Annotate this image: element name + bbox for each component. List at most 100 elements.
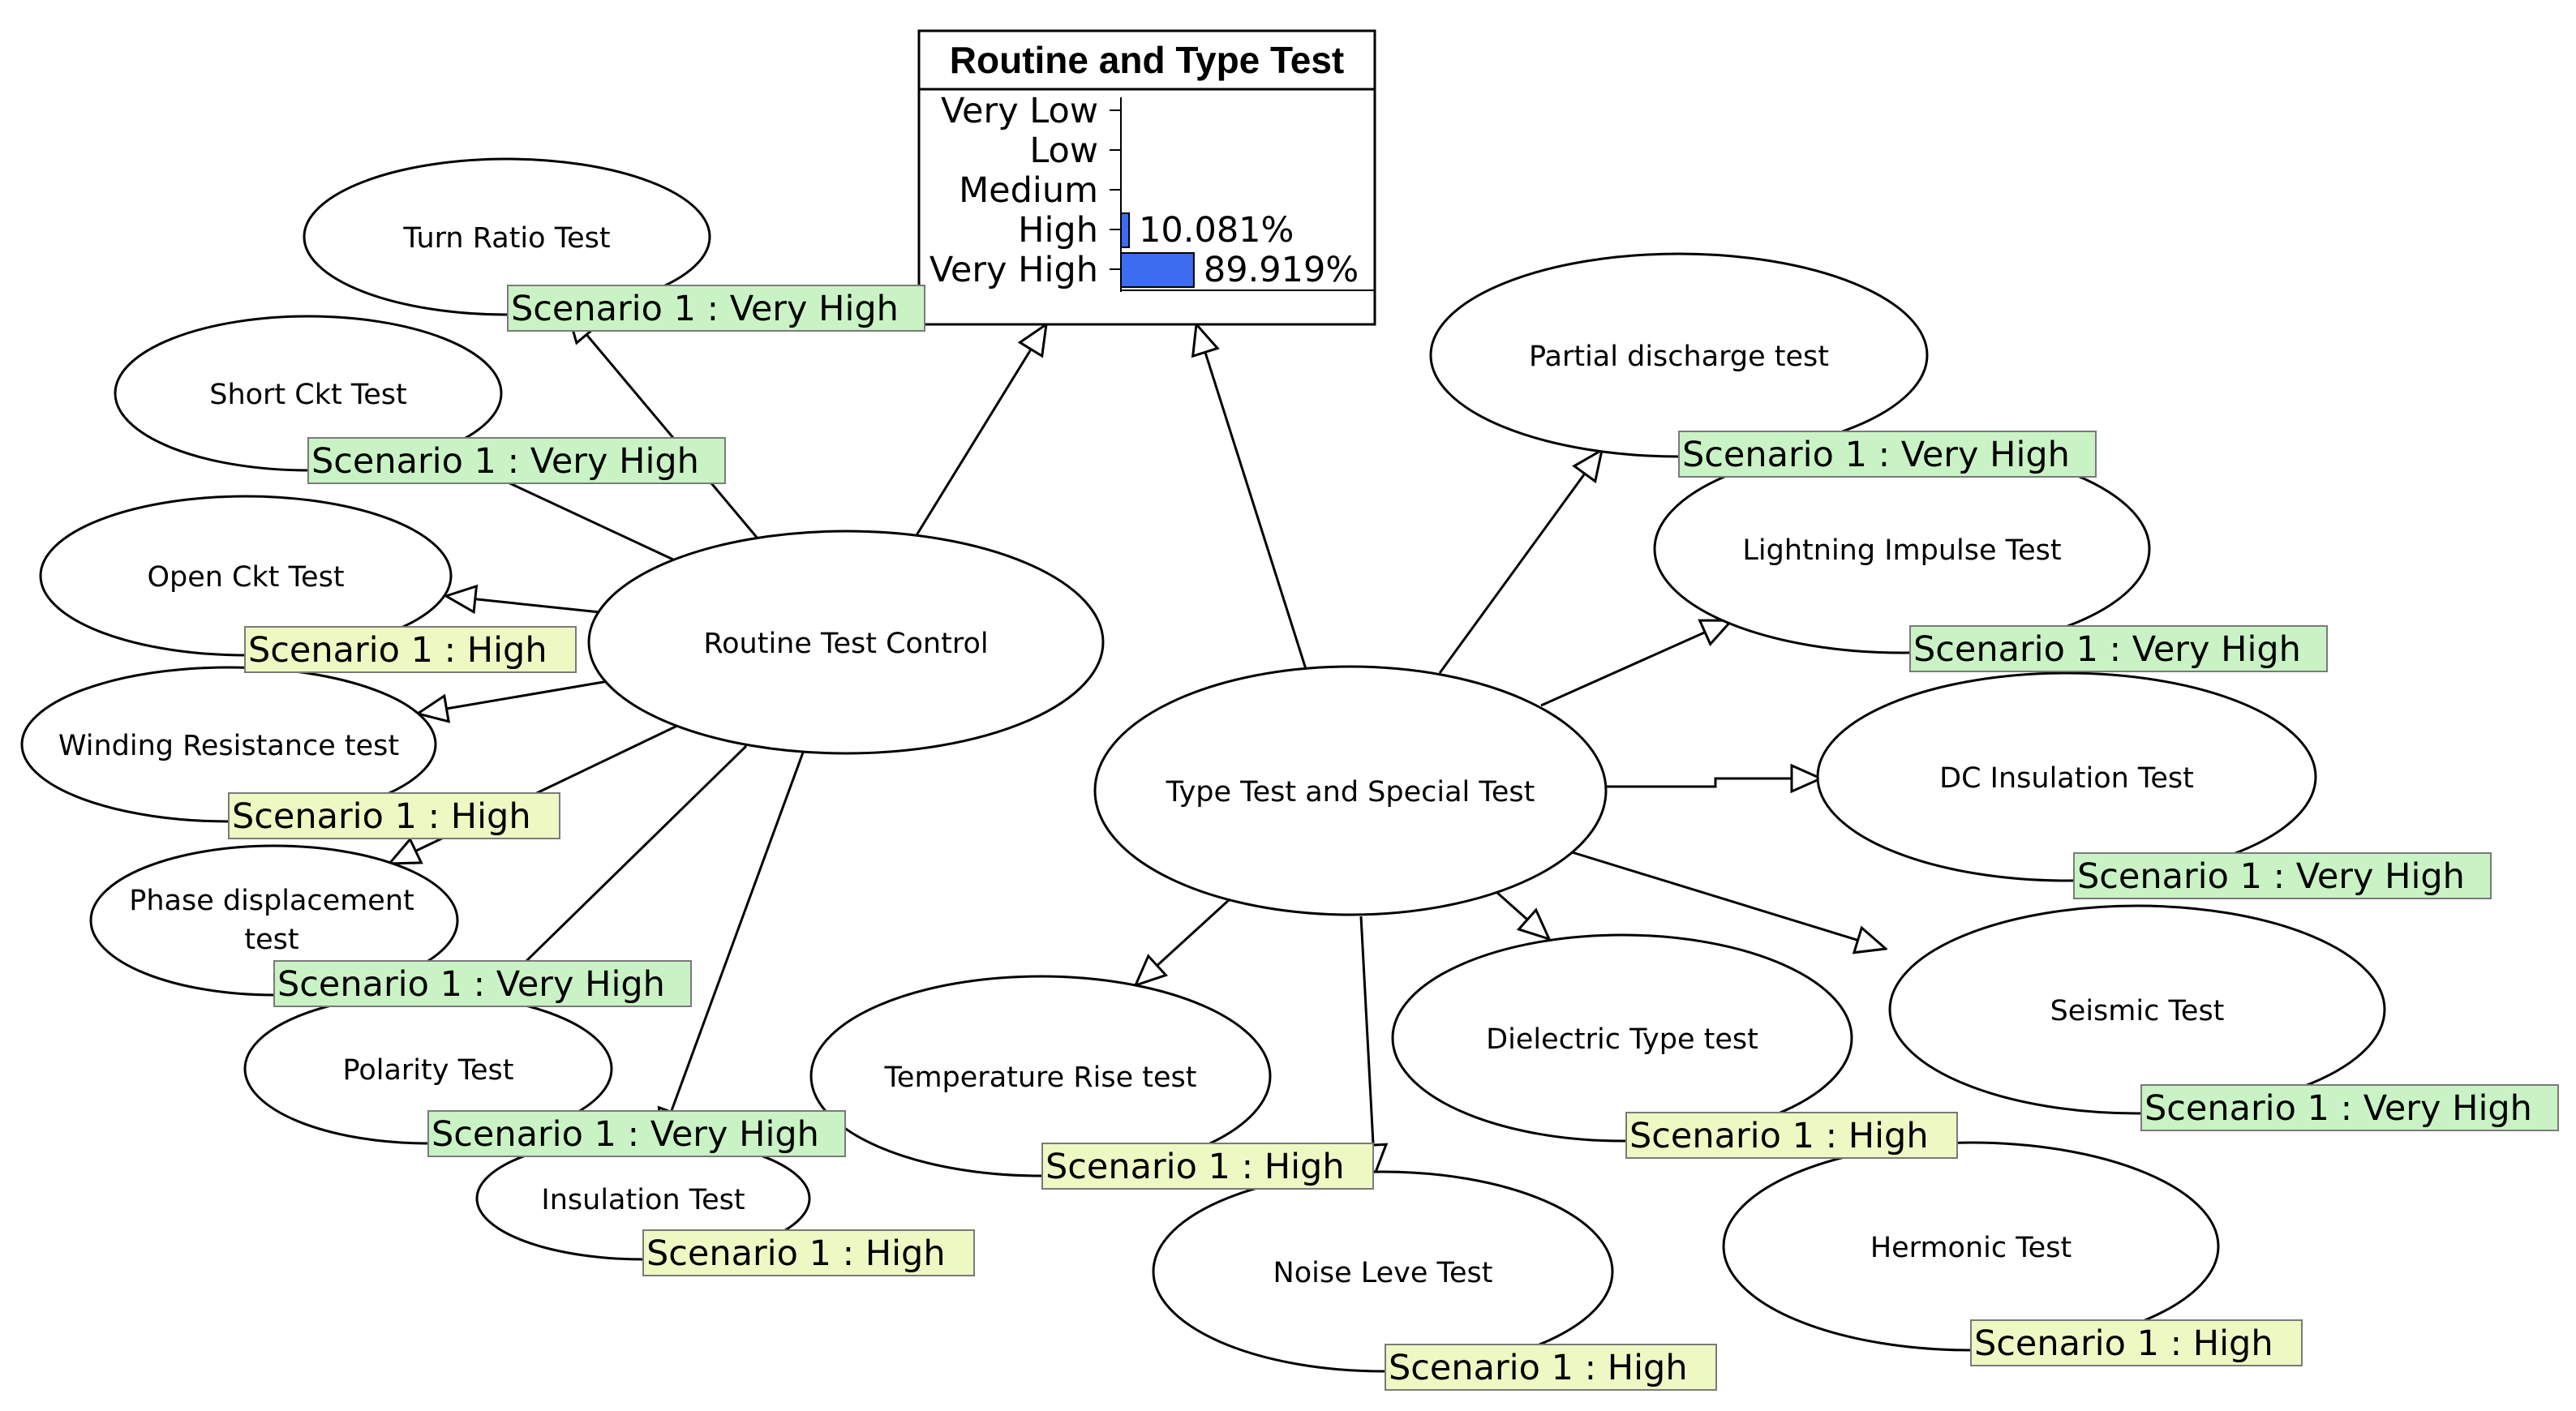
edge-routine-to-winding bbox=[418, 680, 609, 714]
tag-winding[interactable]: Scenario 1 : High bbox=[228, 792, 560, 839]
node-type-special-test[interactable]: Type Test and Special Test bbox=[1093, 665, 1608, 916]
node-label: Temperature Rise test bbox=[884, 1061, 1197, 1094]
tag-box bbox=[427, 1110, 846, 1157]
node-label: Insulation Test bbox=[541, 1184, 745, 1216]
panel-percentage: 10.081% bbox=[1139, 210, 1294, 251]
node-ellipse bbox=[587, 530, 1105, 755]
tag-label: Scenario 1 : Very High bbox=[431, 1114, 819, 1155]
tag-label: Scenario 1 : High bbox=[646, 1233, 946, 1274]
tag-partial[interactable]: Scenario 1 : Very High bbox=[1678, 431, 2097, 478]
tag-label: Scenario 1 : Very High bbox=[311, 441, 699, 482]
node-label: Polarity Test bbox=[342, 1054, 513, 1087]
tag-label: Scenario 1 : High bbox=[232, 796, 531, 837]
scenario-tags: Scenario 1 : Very High Scenario 1 : Very… bbox=[228, 285, 2559, 1391]
edge-type-special-to-panel bbox=[1196, 324, 1307, 670]
panel-state-label: Very High bbox=[930, 250, 1098, 290]
panel-state-label: Medium bbox=[959, 170, 1098, 211]
tag-polarity[interactable]: Scenario 1 : Very High bbox=[427, 1110, 846, 1157]
tag-lightning[interactable]: Scenario 1 : Very High bbox=[1909, 625, 2328, 672]
edge-type-special-to-noise bbox=[1361, 916, 1375, 1174]
tag-seismic[interactable]: Scenario 1 : Very High bbox=[2140, 1084, 2559, 1131]
node-label: Partial discharge test bbox=[1529, 341, 1829, 373]
tag-label: Scenario 1 : Very High bbox=[2145, 1088, 2532, 1129]
node-label: Hermonic Test bbox=[1870, 1232, 2072, 1264]
tag-label: Scenario 1 : Very High bbox=[1913, 629, 2301, 670]
node-label-line2: test bbox=[244, 924, 298, 956]
tag-temperature[interactable]: Scenario 1 : High bbox=[1041, 1143, 1374, 1190]
tag-turn-ratio[interactable]: Scenario 1 : Very High bbox=[507, 285, 925, 332]
tag-box bbox=[228, 792, 560, 839]
node-ellipse bbox=[1816, 671, 2317, 882]
tag-box bbox=[1909, 625, 2328, 672]
panel-state-label: High bbox=[1018, 210, 1098, 251]
node-noise-level[interactable]: Noise Leve Test bbox=[1152, 1170, 1614, 1373]
tag-label: Scenario 1 : High bbox=[1045, 1147, 1345, 1187]
edge-routine-to-polarity bbox=[491, 744, 748, 996]
tag-dc-insulation[interactable]: Scenario 1 : Very High bbox=[2073, 852, 2492, 899]
node-label: Turn Ratio Test bbox=[402, 222, 610, 255]
node-label: Type Test and Special Test bbox=[1166, 776, 1535, 808]
panel-percentage: 89.919% bbox=[1204, 250, 1359, 290]
tag-insulation[interactable]: Scenario 1 : High bbox=[642, 1229, 975, 1276]
node-label: DC Insulation Test bbox=[1939, 762, 2194, 795]
node-routine-test-control[interactable]: Routine Test Control bbox=[587, 530, 1105, 755]
node-label-line1: Phase displacement bbox=[129, 885, 414, 917]
node-partial-discharge[interactable]: Partial discharge test bbox=[1429, 252, 1929, 458]
panel-state-label: Very Low bbox=[941, 91, 1098, 131]
node-seismic[interactable]: Seismic Test bbox=[1888, 904, 2386, 1115]
tag-box bbox=[1041, 1143, 1374, 1190]
tag-label: Scenario 1 : High bbox=[1629, 1116, 1929, 1156]
tag-box bbox=[1678, 431, 2097, 478]
tag-noise[interactable]: Scenario 1 : High bbox=[1385, 1344, 1717, 1391]
tag-dielectric[interactable]: Scenario 1 : High bbox=[1625, 1112, 1958, 1159]
node-ellipse bbox=[809, 975, 1272, 1177]
node-polarity[interactable]: Polarity Test bbox=[243, 993, 613, 1145]
node-label: Short Ckt Test bbox=[209, 379, 407, 411]
node-label: Noise Leve Test bbox=[1273, 1257, 1493, 1289]
tag-label: Scenario 1 : Very High bbox=[2077, 856, 2465, 897]
node-phase-displacement[interactable]: Phase displacement test bbox=[89, 844, 459, 997]
tag-box bbox=[1385, 1344, 1717, 1391]
edge-routine-to-open-ckt bbox=[446, 596, 601, 612]
edge-type-special-to-dc-insulation bbox=[1606, 778, 1821, 787]
tag-box bbox=[507, 285, 925, 332]
tag-label: Scenario 1 : High bbox=[1389, 1348, 1688, 1388]
tag-hermonic[interactable]: Scenario 1 : High bbox=[1970, 1319, 2303, 1366]
node-dielectric-type[interactable]: Dielectric Type test bbox=[1391, 933, 1853, 1143]
tag-box bbox=[1625, 1112, 1958, 1159]
node-turn-ratio[interactable]: Turn Ratio Test bbox=[303, 157, 711, 316]
node-ellipse bbox=[1152, 1170, 1614, 1373]
node-label: Winding Resistance test bbox=[58, 730, 399, 762]
node-insulation[interactable]: Insulation Test bbox=[475, 1136, 811, 1261]
edge-type-special-to-partial bbox=[1438, 450, 1602, 674]
tag-short-ckt[interactable]: Scenario 1 : Very High bbox=[307, 437, 726, 484]
node-temperature-rise[interactable]: Temperature Rise test bbox=[809, 975, 1272, 1177]
tag-box bbox=[1970, 1319, 2303, 1366]
node-winding-resistance[interactable]: Winding Resistance test bbox=[20, 666, 437, 823]
tag-phase[interactable]: Scenario 1 : Very High bbox=[273, 960, 692, 1007]
tag-box bbox=[273, 960, 692, 1007]
node-ellipse bbox=[1391, 933, 1853, 1143]
tag-open-ckt[interactable]: Scenario 1 : High bbox=[244, 626, 577, 673]
node-label: Dielectric Type test bbox=[1486, 1023, 1758, 1056]
tag-box bbox=[307, 437, 726, 484]
tag-box bbox=[2140, 1084, 2559, 1131]
panel-title: Routine and Type Test bbox=[950, 39, 1344, 81]
edge-routine-to-turn-ratio bbox=[568, 312, 760, 540]
node-ellipse bbox=[1093, 665, 1608, 916]
tag-label: Scenario 1 : High bbox=[248, 630, 547, 671]
edge-routine-to-insulation bbox=[661, 752, 805, 1139]
probability-panel[interactable]: Routine and Type Test Very LowLowMediumH… bbox=[917, 29, 1376, 326]
node-label: Open Ckt Test bbox=[147, 561, 344, 594]
node-label: Routine Test Control bbox=[703, 628, 988, 660]
tag-box bbox=[642, 1229, 975, 1276]
edge-type-special-to-seismic bbox=[1569, 850, 1886, 949]
node-label: Seismic Test bbox=[2050, 995, 2225, 1027]
node-dc-insulation[interactable]: DC Insulation Test bbox=[1816, 671, 2317, 882]
edge-routine-to-panel bbox=[915, 324, 1046, 536]
node-hermonic[interactable]: Hermonic Test bbox=[1722, 1141, 2220, 1352]
tag-box bbox=[2073, 852, 2492, 899]
